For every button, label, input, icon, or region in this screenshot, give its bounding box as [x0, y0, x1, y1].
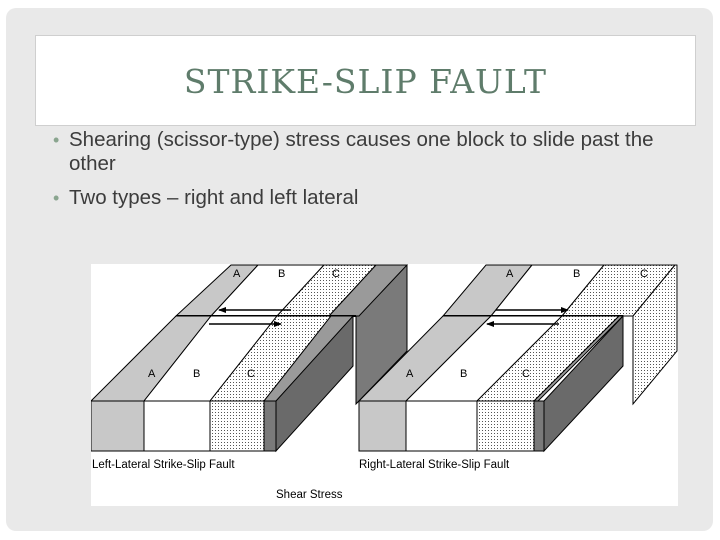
- label-front-c: C: [522, 368, 530, 380]
- label-front-a: A: [148, 368, 156, 380]
- front-face-c: [209, 400, 265, 452]
- front-face-a: [91, 400, 145, 452]
- title-box: STRIKE-SLIP FAULT: [35, 35, 696, 126]
- front-face-b: [405, 400, 478, 452]
- front-face-c: [476, 400, 535, 452]
- label-back-b: B: [278, 268, 285, 280]
- label-back-b: B: [573, 268, 580, 280]
- front-face-edge: [533, 400, 545, 452]
- label-back-a: A: [233, 268, 241, 280]
- label-front-b: B: [193, 368, 200, 380]
- bullet-list: • Shearing (scissor-type) stress causes o…: [52, 128, 662, 220]
- front-face-edge: [263, 400, 277, 452]
- slide-title: STRIKE-SLIP FAULT: [183, 62, 548, 101]
- fault-diagram-svg: A B C A B C Left-Lateral Strike-Slip Fau…: [91, 264, 678, 501]
- right-lateral-block: A B C A B C Right-Lateral Strike-Slip Fa…: [357, 264, 678, 471]
- back-dotted-side: [632, 264, 678, 406]
- label-front-b: B: [460, 368, 467, 380]
- bullet-text: Shearing (scissor-type) stress causes on…: [69, 128, 654, 175]
- left-lateral-label: Left-Lateral Strike-Slip Fault: [92, 459, 235, 471]
- label-back-c: C: [332, 268, 340, 280]
- label-back-a: A: [506, 268, 514, 280]
- front-face-b: [143, 400, 211, 452]
- front-right-side: [543, 314, 624, 453]
- shear-stress-caption: Shear Stress: [276, 489, 343, 501]
- bullet-item: • Shearing (scissor-type) stress causes o…: [52, 128, 662, 176]
- front-face-a: [358, 400, 407, 452]
- left-lateral-block: A B C A B C Left-Lateral Strike-Slip Fau…: [91, 264, 409, 471]
- label-back-c: C: [640, 268, 648, 280]
- bullet-item: • Two types – right and left lateral: [52, 186, 662, 210]
- label-front-a: A: [406, 368, 414, 380]
- label-front-c: C: [247, 368, 255, 380]
- bullet-dot-icon: •: [53, 188, 60, 208]
- bullet-dot-icon: •: [53, 130, 60, 150]
- fault-figure: A B C A B C Left-Lateral Strike-Slip Fau…: [91, 264, 678, 506]
- right-lateral-label: Right-Lateral Strike-Slip Fault: [359, 459, 510, 471]
- bullet-text: Two types – right and left lateral: [69, 186, 359, 209]
- front-right-side: [275, 314, 354, 453]
